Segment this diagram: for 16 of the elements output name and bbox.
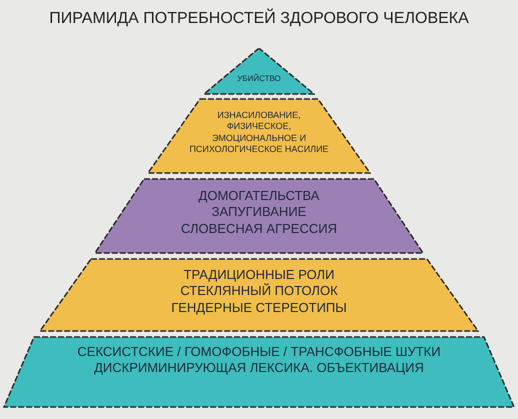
level-text: ДИСКРИМИНИРУЮЩАЯ ЛЕКСИКА. ОБЪЕКТИВАЦИЯ — [94, 360, 424, 376]
pyramid-level — [147, 98, 371, 174]
title: ПИРАМИДА ПОТРЕБНОСТЕЙ ЗДОРОВОГО ЧЕЛОВЕКА — [48, 10, 470, 28]
level-text: СЛОВЕСНАЯ АГРЕССИЯ — [181, 220, 337, 237]
level-text: СТЕКЛЯННЫЙ ПОТОЛОК — [180, 283, 338, 300]
level-text: ИЗНАСИЛОВАНИЕ, ФИЗИЧЕСКОЕ, ЭМОЦИОНАЛЬНОЕ И ПСИХОЛОГИЧЕСКОЕ НАСИЛИЕ — [188, 110, 330, 155]
level-text: ГЕНДЕРНЫЕ СТЕРЕОТИПЫ — [171, 300, 347, 316]
pyramid-level — [3, 336, 515, 408]
level-text: ТРАДИЦИОННЫЕ РОЛИ — [184, 267, 334, 283]
level-text: СЕКСИСТСКИЕ / ГОМОФОБНЫЕ / ТРАНСФОБНЫЕ ШУТКИ — [77, 344, 441, 360]
level-text: ЗАПУГИВАНИЕ — [212, 204, 306, 220]
pyramid-level — [203, 48, 315, 95]
level-text: ДОМОГАТЕЛЬСТВА — [198, 188, 320, 204]
pyramid-level — [94, 178, 424, 254]
level-text: УБИЙСТВО — [237, 74, 281, 84]
pyramid-level — [39, 258, 479, 332]
